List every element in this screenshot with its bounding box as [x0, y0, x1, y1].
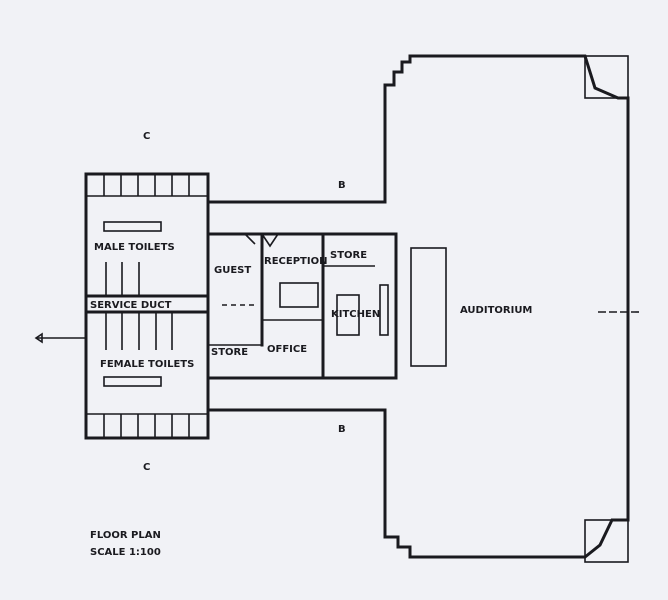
toilet-block [84, 172, 210, 440]
service-wing [206, 200, 398, 412]
section-mark-b-top: B [338, 180, 346, 191]
label-male-toilets: MALE TOILETS [94, 242, 175, 253]
label-guest: GUEST [214, 265, 251, 276]
label-female-toilets: FEMALE TOILETS [100, 359, 194, 370]
section-mark-b-bottom: B [338, 424, 346, 435]
label-reception: RECEPTION [264, 256, 327, 267]
section-mark-c-top: C [143, 131, 150, 142]
plan-scale: SCALE 1:100 [90, 547, 161, 558]
auditorium [383, 54, 640, 563]
label-service-duct: SERVICE DUCT [90, 300, 172, 311]
label-kitchen: KITCHEN [331, 309, 380, 320]
label-store: STORE [330, 250, 367, 261]
plan-title: FLOOR PLAN [90, 530, 161, 541]
label-office: OFFICE [267, 344, 307, 355]
label-store-small: STORE [211, 347, 248, 358]
section-arrow-icon [34, 332, 43, 344]
label-auditorium: AUDITORIUM [460, 305, 532, 316]
section-mark-c-bottom: C [143, 462, 150, 473]
